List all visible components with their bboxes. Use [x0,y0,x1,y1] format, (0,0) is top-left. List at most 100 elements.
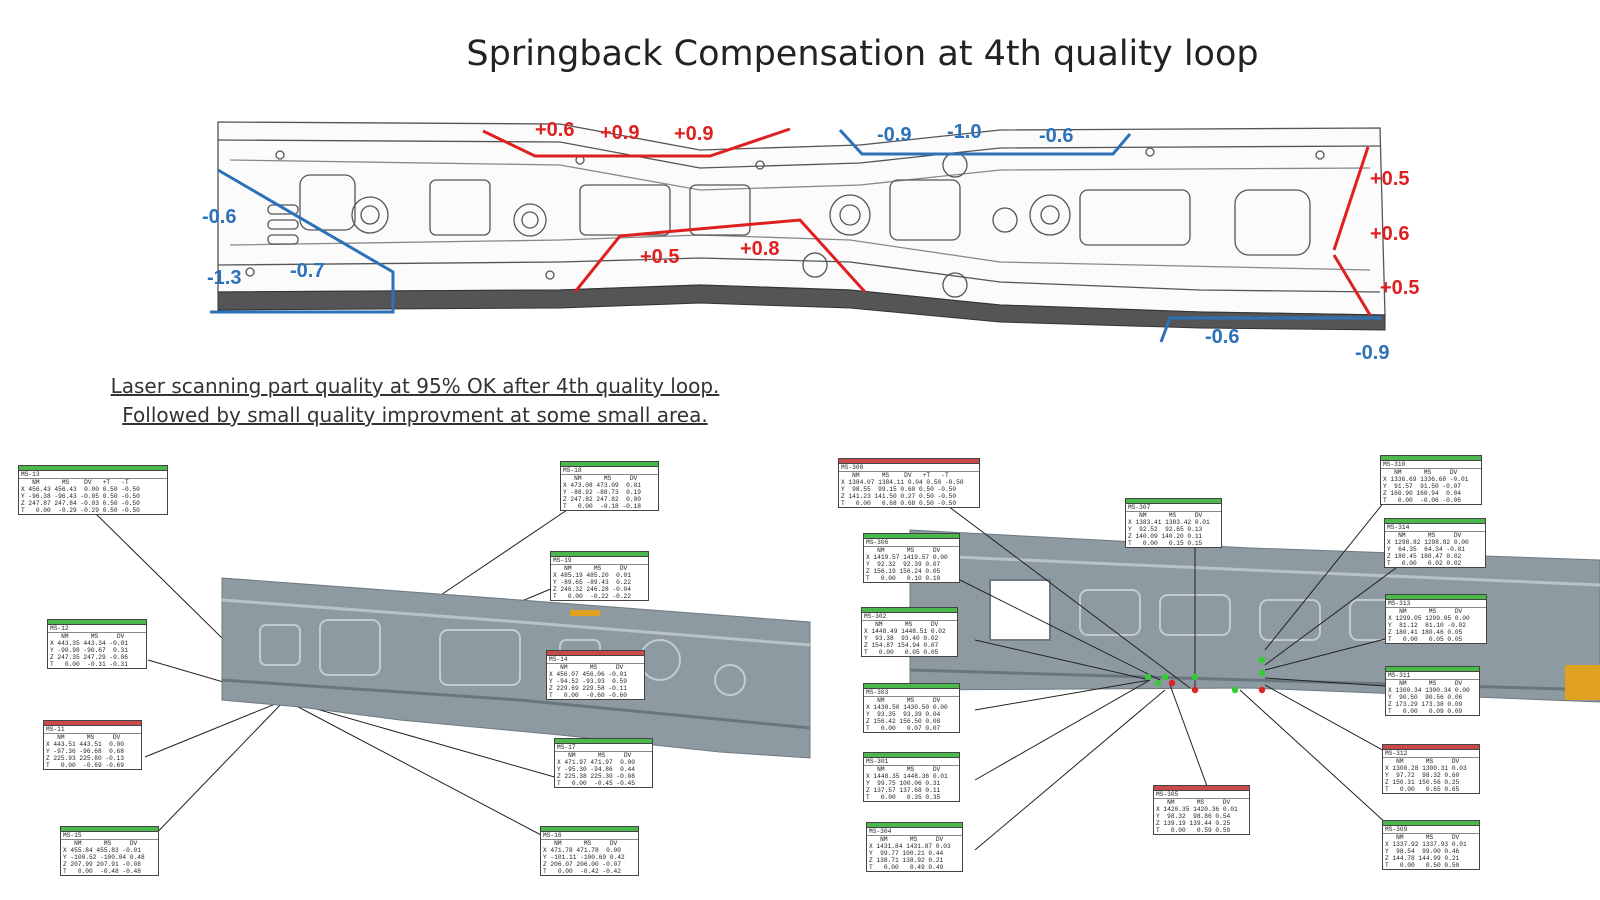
measurement-row: Z 156.42 156.50 0.08 [866,718,941,725]
measurement-row: T 0.00 0.10 0.10 [866,575,941,582]
measurement-row: Z 140.09 140.20 0.11 [1128,533,1203,540]
measurement-row: Z 144.78 144.99 0.21 [1385,855,1460,862]
measurement-row: T 0.00 -0.69 -0.69 [46,762,124,769]
status-bar [48,620,146,625]
measurement-row: T 0.00 0.49 0.49 [869,864,944,871]
measurement-row: X 1336.69 1336.68 -0.01 [1383,476,1469,483]
measurement-id: MS-314 [1385,524,1485,532]
status-bar [547,651,644,656]
measurement-row: NM MS DV [63,840,138,847]
measurement-row: NM MS DV [1388,680,1463,687]
measurement-row: X 1298.82 1298.82 0.00 [1387,539,1469,546]
measurement-row: X 1431.84 1431.87 0.03 [869,843,951,850]
measurement-id: MS-14 [547,656,644,664]
measurement-row: X 1299.05 1299.05 0.00 [1388,615,1470,622]
measurement-row: NM MS DV [553,565,628,572]
status-bar [19,466,167,471]
measurement-row: T 0.00 0.02 0.02 [1387,560,1462,567]
measurement-row: X 1419.57 1419.57 0.00 [866,554,948,561]
measurement-row: Y -94.52 -93.93 0.59 [549,678,627,685]
measurement-row: Y 90.50 90.56 0.06 [1388,694,1463,701]
measurement-row: Y -88.92 -88.73 0.19 [563,489,641,496]
measurement-row: Y 64.35 64.34 -0.01 [1387,546,1465,553]
measurement-row: X 1448.49 1448.51 0.02 [864,628,946,635]
status-bar [864,753,959,758]
measurement-id: MS-15 [61,832,158,840]
measurement-id: MS-11 [44,726,141,734]
measurement-row: NM MS DV [557,752,632,759]
measurement-row: NM MS DV [1128,512,1203,519]
dev-label-pos-7: +0.6 [1370,223,1410,245]
measurement-row: NM MS DV [866,766,941,773]
measurement-id: MS-301 [864,758,959,766]
measurement-row: NM MS DV [866,547,941,554]
measurement-id: MS-12 [48,625,146,633]
status-bar [1381,456,1481,461]
measurement-row: NM MS DV +T -T [21,479,129,486]
measurement-row: T 0.00 0.59 0.59 [1156,827,1231,834]
measurement-row: X 1384.07 1384.11 0.04 0.50 -0.50 [841,479,964,486]
measurement-id: MS-13 [19,471,167,479]
measurement-row: T 0.00 0.09 0.09 [1388,708,1463,715]
measurement-row: NM MS DV +T -T [841,472,949,479]
measurement-row: NM MS DV [1156,799,1231,806]
measurement-row: X 471.97 471.97 0.00 [557,759,635,766]
status-bar [862,608,957,613]
measurement-row: X 1420.35 1420.36 0.01 [1156,806,1238,813]
measurement-row: NM MS DV [1385,758,1460,765]
dev-label-pos-2: +0.9 [600,122,640,144]
status-bar [1154,786,1249,791]
status-bar [864,534,959,539]
caption-line-2: Followed by small quality improvment at … [122,403,708,427]
measurement-id: MS-311 [1386,672,1479,680]
measurement-row: Y 92.32 92.39 0.07 [866,561,941,568]
measurement-row: X 1337.92 1337.93 0.01 [1385,841,1467,848]
negative-deviation-lines [210,128,1382,343]
measurement-row: Z 138.71 138.92 0.21 [869,857,944,864]
measurement-row: Z 173.29 173.38 0.09 [1388,701,1463,708]
measurement-row: Z 246.32 246.28 -0.04 [553,586,631,593]
measurement-row: T 0.00 0.07 0.07 [866,725,941,732]
measurement-id: MS-307 [1126,504,1221,512]
measurement-row: Y 97.72 98.32 0.60 [1385,772,1460,779]
measurement-row: Y 92.52 92.65 0.13 [1128,526,1203,533]
measurement-row: Y 91.57 91.50 -0.07 [1383,483,1461,490]
measurement-row: T 0.00 0.68 0.68 0.50 -0.50 [841,500,957,507]
measurement-row: Y 98.55 99.15 0.60 0.50 -0.50 [841,486,957,493]
measurement-row: T 0.00 0.15 0.15 [1128,540,1203,547]
measurement-row: X 485.19 485.20 0.01 [553,572,631,579]
measurement-row: T 0.00 0.50 0.50 [1385,862,1460,869]
measurement-id: MS-308 [839,464,979,472]
measurement-row: NM MS DV [543,840,618,847]
measurement-id: MS-304 [867,828,962,836]
dev-label-neg-6: -0.7 [290,260,325,282]
measurement-id: MS-310 [1381,461,1481,469]
measurement-row: Z 180.41 180.46 0.05 [1388,629,1463,636]
measurement-row: Z 150.31 150.56 0.25 [1385,779,1460,786]
status-bar [555,739,652,744]
measurement-row: NM MS DV [864,621,939,628]
measurement-row: Z 137.57 137.68 0.11 [866,787,941,794]
measurement-id: MS-312 [1383,750,1479,758]
measurement-row: T 0.00 -0.48 -0.48 [63,868,141,875]
status-bar [1385,519,1485,524]
dev-label-neg-7: -0.6 [1205,326,1240,348]
measurement-row: Z 229.69 229.58 -0.11 [549,685,627,692]
measurement-row: Y -89.65 -89.43 0.22 [553,579,631,586]
dev-label-neg-4: -0.6 [202,206,237,228]
measurement-row: X 443.51 443.51 0.00 [46,741,124,748]
measurement-id: MS-18 [561,467,658,475]
